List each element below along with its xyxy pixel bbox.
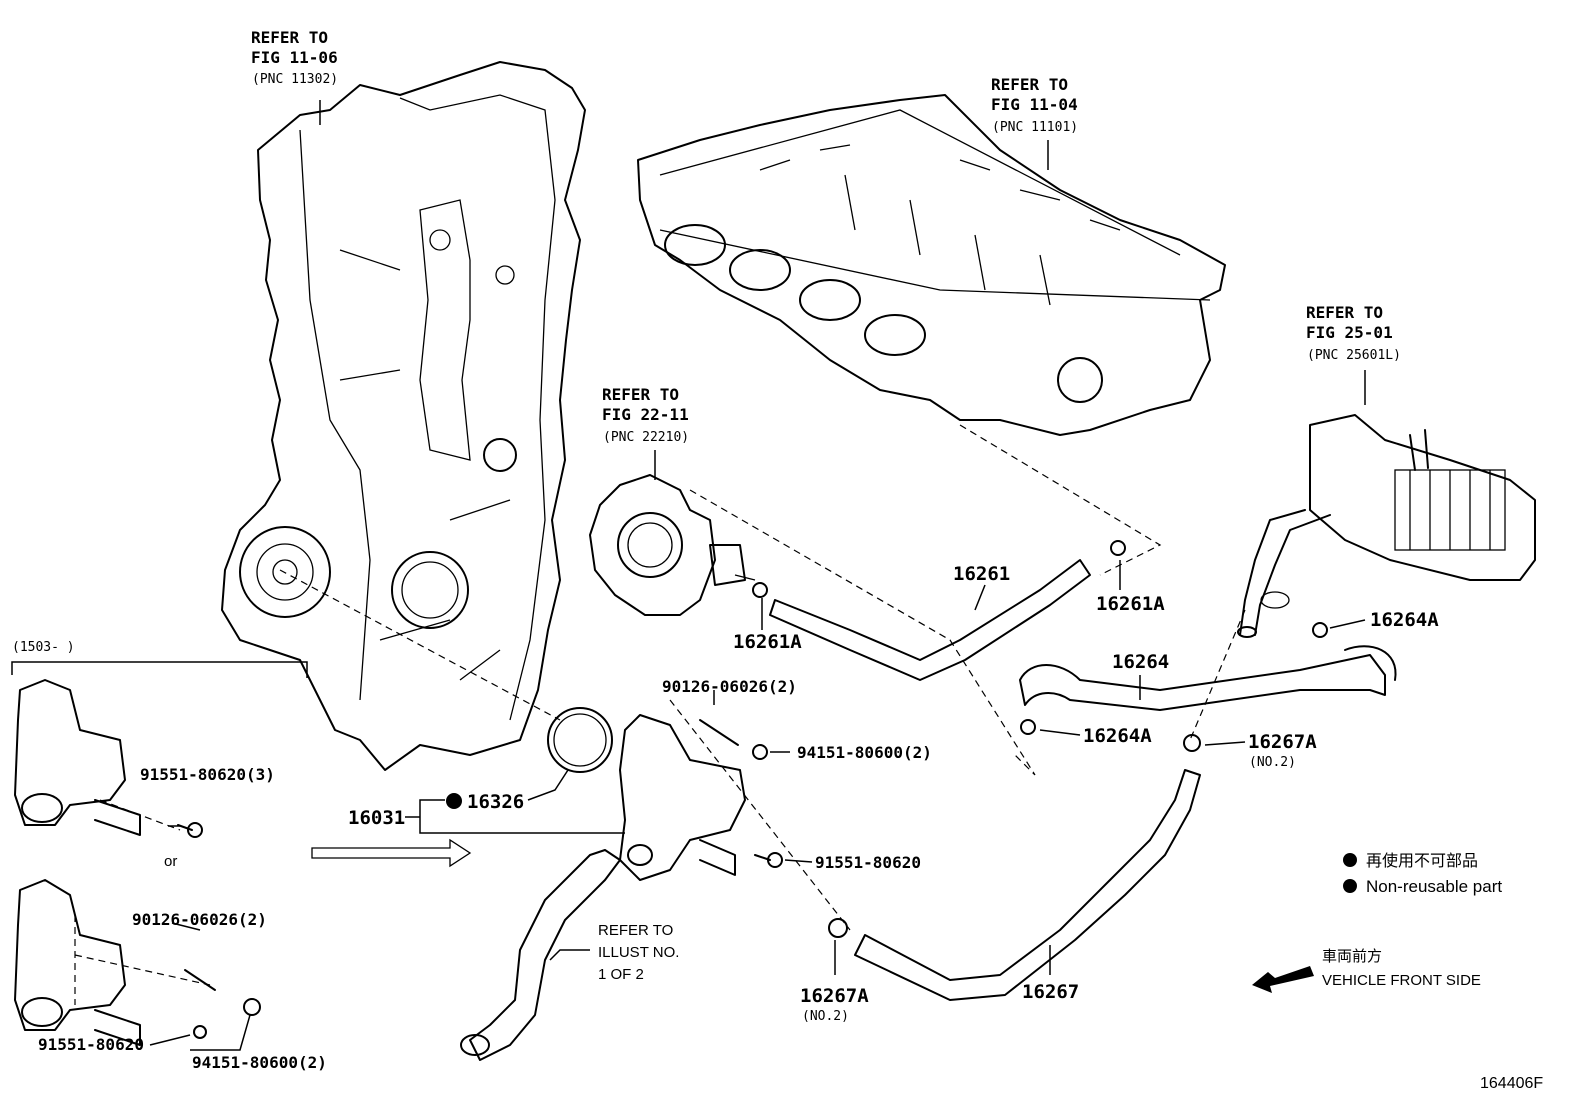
left-variant-housings xyxy=(14,679,141,1046)
thermostat-housing-center xyxy=(547,707,746,881)
ref-timing-cover-line1: REFER TO xyxy=(251,28,328,47)
part-16264[interactable]: 16264 xyxy=(1112,651,1169,673)
legend-en: Non-reusable part xyxy=(1366,877,1502,896)
part-bolt-91551-center[interactable]: 91551-80620 xyxy=(815,853,921,872)
part-bolt-91551-upper-left[interactable]: 91551-80620(3) xyxy=(140,765,275,784)
part-16031[interactable]: 16031 xyxy=(348,807,405,829)
ref-radiator-hose-line1: REFER TO xyxy=(598,922,673,939)
part-16267A-lower-note: (NO.2) xyxy=(802,1009,849,1024)
fasteners xyxy=(177,540,1328,1039)
ref-egr-cooler-line2: FIG 25-01 xyxy=(1306,323,1393,342)
non-reusable-dot-16326 xyxy=(446,793,462,809)
timing-chain-cover-drawing xyxy=(221,61,586,771)
part-16267A-right[interactable]: 16267A xyxy=(1248,731,1317,753)
egr-cooler-drawing xyxy=(1237,414,1536,638)
clamp-16264A-right xyxy=(1312,622,1328,638)
front-en: VEHICLE FRONT SIDE xyxy=(1322,972,1481,989)
part-16267[interactable]: 16267 xyxy=(1022,981,1079,1003)
ref-timing-cover-line3: (PNC 11302) xyxy=(252,72,338,87)
part-16264A-right[interactable]: 16264A xyxy=(1370,609,1439,631)
legend-dot-en xyxy=(1343,879,1357,893)
nut-94151-center xyxy=(752,744,768,760)
ref-radiator-hose-line3: 1 OF 2 xyxy=(598,966,644,983)
clamp-16264A-left xyxy=(1020,719,1036,735)
legend-jp: 再使用不可部品 xyxy=(1366,852,1478,870)
ref-cylinder-head-line3: (PNC 11101) xyxy=(992,120,1078,135)
vehicle-front-indicator: 車両前方 VEHICLE FRONT SIDE xyxy=(1252,948,1481,993)
ref-egr-cooler-line1: REFER TO xyxy=(1306,303,1383,322)
ref-cylinder-head-line2: FIG 11-04 xyxy=(991,95,1078,114)
leader-lines xyxy=(11,100,1366,1051)
part-bolt-91551-lower-left[interactable]: 91551-80620 xyxy=(38,1035,144,1054)
part-16267A-right-note: (NO.2) xyxy=(1249,755,1296,770)
stud-90126-center xyxy=(699,719,739,746)
or-text: or xyxy=(164,853,177,870)
part-stud-90126-lower-left[interactable]: 90126-06026(2) xyxy=(132,910,267,929)
cylinder-head-drawing xyxy=(637,94,1226,436)
front-jp: 車両前方 xyxy=(1322,948,1382,965)
part-16264A-left[interactable]: 16264A xyxy=(1083,725,1152,747)
hoses xyxy=(460,559,1397,1061)
clamp-16267A-lower xyxy=(828,918,848,938)
part-stud-90126-center[interactable]: 90126-06026(2) xyxy=(662,677,797,696)
date-range: (1503- ) xyxy=(12,640,75,655)
ref-radiator-hose-line2: ILLUST NO. xyxy=(598,944,679,961)
part-16267A-lower[interactable]: 16267A xyxy=(800,985,869,1007)
part-nut-94151-center[interactable]: 94151-80600(2) xyxy=(797,743,932,762)
ref-egr-cooler-line3: (PNC 25601L) xyxy=(1307,348,1401,363)
legend-dot-jp xyxy=(1343,853,1357,867)
ref-timing-cover-line2: FIG 11-06 xyxy=(251,48,338,67)
clamp-16261A-lower xyxy=(752,582,768,598)
front-arrow-icon xyxy=(1252,966,1314,993)
part-16326[interactable]: 16326 xyxy=(467,791,524,813)
throttle-body-drawing xyxy=(589,474,756,616)
ref-throttle-body-line2: FIG 22-11 xyxy=(602,405,689,424)
transition-arrow xyxy=(311,838,472,868)
part-16261A-lower[interactable]: 16261A xyxy=(733,631,802,653)
clamp-16267A-right xyxy=(1183,734,1201,752)
legend: 再使用不可部品 Non-reusable part xyxy=(1343,852,1502,896)
figure-id: 164406F xyxy=(1480,1075,1543,1092)
ref-cylinder-head-line1: REFER TO xyxy=(991,75,1068,94)
part-16261[interactable]: 16261 xyxy=(953,563,1010,585)
ref-throttle-body-line3: (PNC 22210) xyxy=(603,430,689,445)
ref-throttle-body-line1: REFER TO xyxy=(602,385,679,404)
clamp-16261A-upper xyxy=(1110,540,1126,556)
part-nut-94151-lower-left[interactable]: 94151-80600(2) xyxy=(192,1053,327,1072)
part-16261A-upper[interactable]: 16261A xyxy=(1096,593,1165,615)
